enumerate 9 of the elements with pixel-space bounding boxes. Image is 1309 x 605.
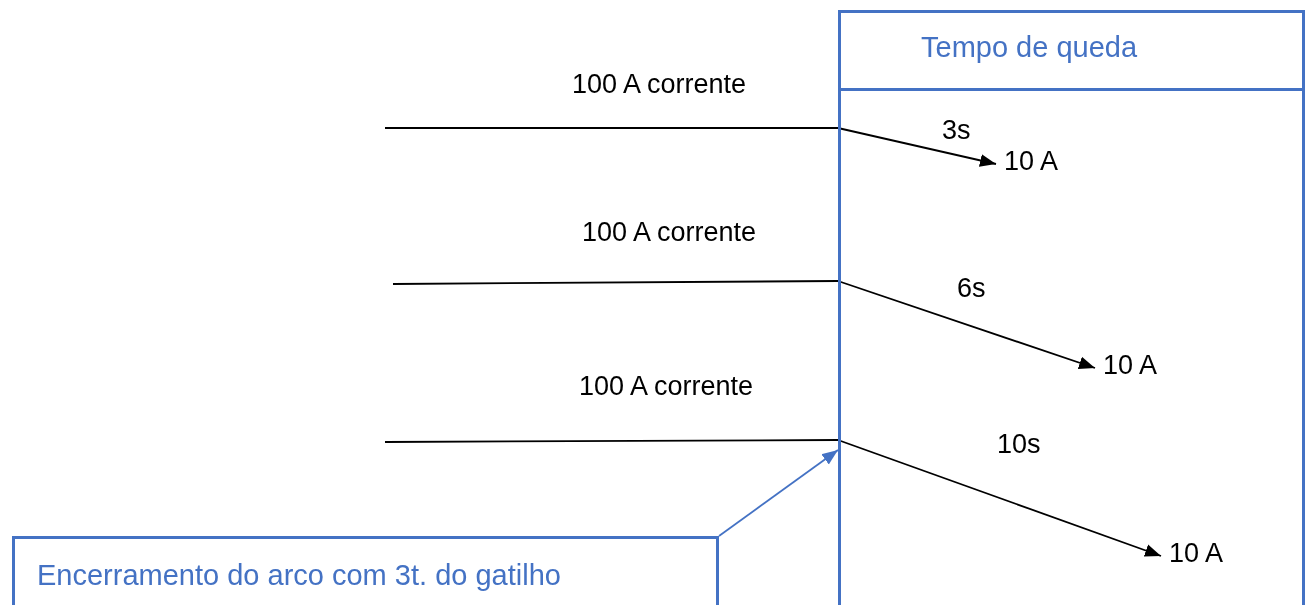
current-line: [384, 439, 839, 443]
current-value: 10 A: [998, 146, 1078, 182]
current-value: 10 A: [1163, 538, 1243, 574]
column-heading: Tempo de queda: [921, 31, 1138, 64]
arrow: [718, 449, 839, 537]
current-line: [392, 280, 839, 285]
current-line: [384, 127, 839, 129]
current-value: 10 A: [1097, 350, 1177, 386]
callout-box: Encerramento do arco com 3t. do gatilho: [12, 536, 719, 605]
